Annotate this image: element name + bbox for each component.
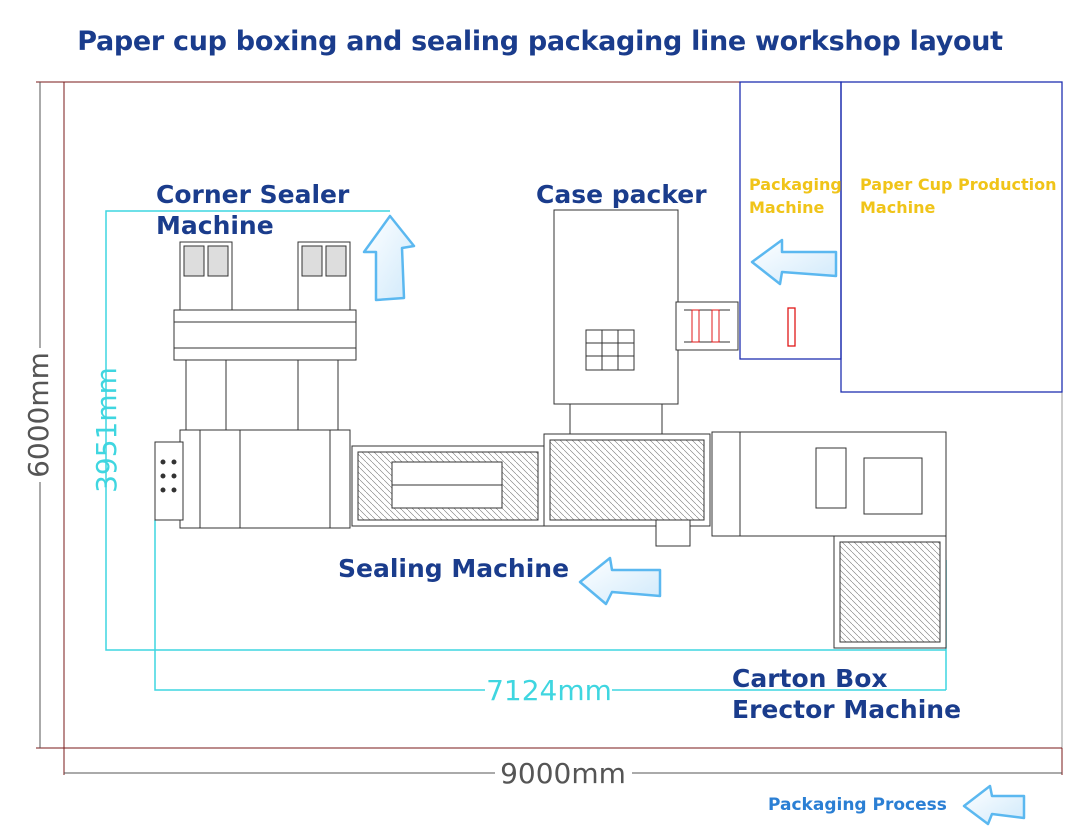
carton-erector-machine — [711, 431, 947, 649]
line-width-label: 7124mm — [486, 674, 612, 707]
hollow-arrow-icon — [962, 784, 1026, 826]
page-title: Paper cup boxing and sealing packaging l… — [77, 26, 1003, 57]
height-dimension: 6000mm — [22, 82, 55, 748]
width-dimension-label: 9000mm — [500, 757, 626, 790]
corner-sealer-machine — [154, 241, 357, 529]
hollow-arrow-icon — [362, 214, 416, 302]
width-dimension: 9000mm — [64, 757, 1062, 790]
legend-label: Packaging Process — [768, 795, 947, 815]
hollow-arrow-icon — [750, 238, 838, 286]
height-dimension-label: 6000mm — [22, 352, 55, 478]
sealing-machine — [351, 445, 545, 527]
packaging-machine-label: Packaging Machine — [749, 175, 847, 217]
case-packer-label: Case packer — [536, 180, 707, 209]
sealing-machine-label: Sealing Machine — [338, 554, 569, 583]
line-height-label: 3951mm — [90, 367, 123, 493]
carton-erector-label: Carton Box Erector Machine — [732, 664, 961, 724]
hollow-arrow-icon — [578, 556, 662, 606]
corner-sealer-label: Corner Sealer Machine — [156, 180, 358, 240]
paper-cup-production-label: Paper Cup Production Machine — [860, 175, 1062, 217]
upstream-area — [739, 81, 1063, 393]
case-packer-machine — [543, 209, 739, 547]
